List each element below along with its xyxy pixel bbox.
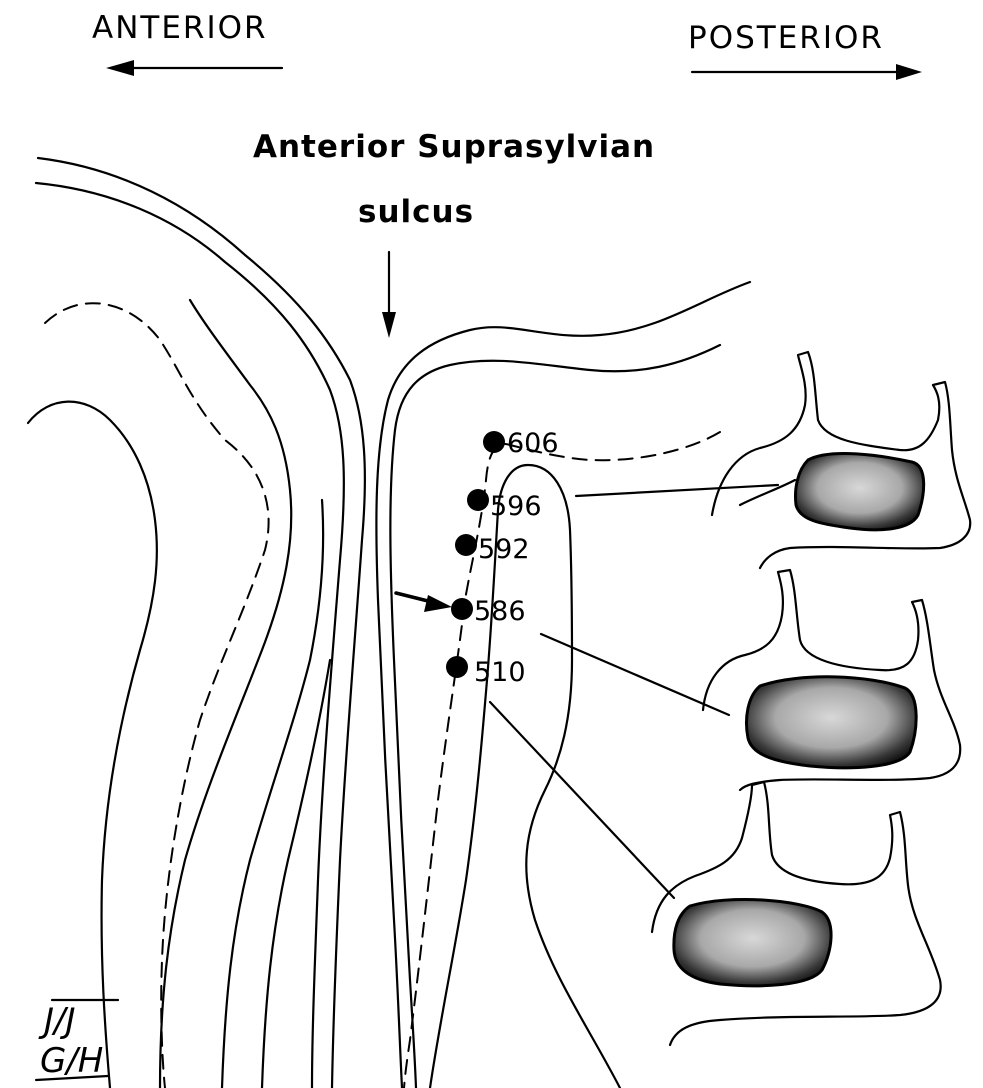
recording-site-dot [451, 598, 473, 620]
connector-510-to-rf3 [490, 702, 674, 898]
cortex-layer-dashed-1 [45, 303, 269, 1088]
recording-site-586: 586 [451, 596, 526, 627]
site-586-pointer-arrow [396, 593, 452, 612]
anterior-label: ANTERIOR [92, 10, 268, 46]
recording-site-label: 596 [490, 491, 542, 522]
recording-site-label: 592 [478, 534, 530, 565]
receptive-field-figure-3 [652, 782, 941, 1045]
cortex-inner-line-4 [262, 660, 330, 1088]
recording-site-dot [446, 656, 468, 678]
cortex-inner-line-3 [222, 500, 323, 1088]
recording-site-606: 606 [483, 428, 559, 459]
recording-site-dot [455, 534, 477, 556]
recording-site-label: 586 [474, 596, 526, 627]
sulcus-title-line1: Anterior Suprasylvian [253, 129, 655, 165]
recording-site-dot [467, 489, 489, 511]
recording-site-592: 592 [455, 534, 530, 565]
initials-line1: J/J [38, 1001, 76, 1041]
recording-site-label: 606 [507, 428, 559, 459]
anterior-arrow [106, 60, 282, 76]
recording-site-dot [483, 431, 505, 453]
recording-site-510: 510 [446, 656, 526, 688]
sulcus-title-line2: sulcus [358, 194, 474, 230]
recording-site-label: 510 [474, 657, 526, 688]
connector-596-to-rf1 [576, 485, 778, 496]
cortex-inner-line-1 [28, 402, 157, 1088]
initials-line2: G/H [40, 1041, 103, 1081]
sulcus-fundus-dashed [404, 432, 720, 1088]
receptive-field-figure-1 [712, 352, 970, 568]
posterior-label: POSTERIOR [688, 20, 884, 56]
posterior-arrow [692, 64, 922, 80]
cortex-inner-line-2 [160, 300, 291, 1088]
cortex-surface-line-2 [36, 183, 344, 1088]
receptive-field-figure-2 [703, 570, 960, 790]
sulcus-pointer-arrow [382, 252, 396, 338]
recording-site-596: 596 [467, 489, 542, 522]
